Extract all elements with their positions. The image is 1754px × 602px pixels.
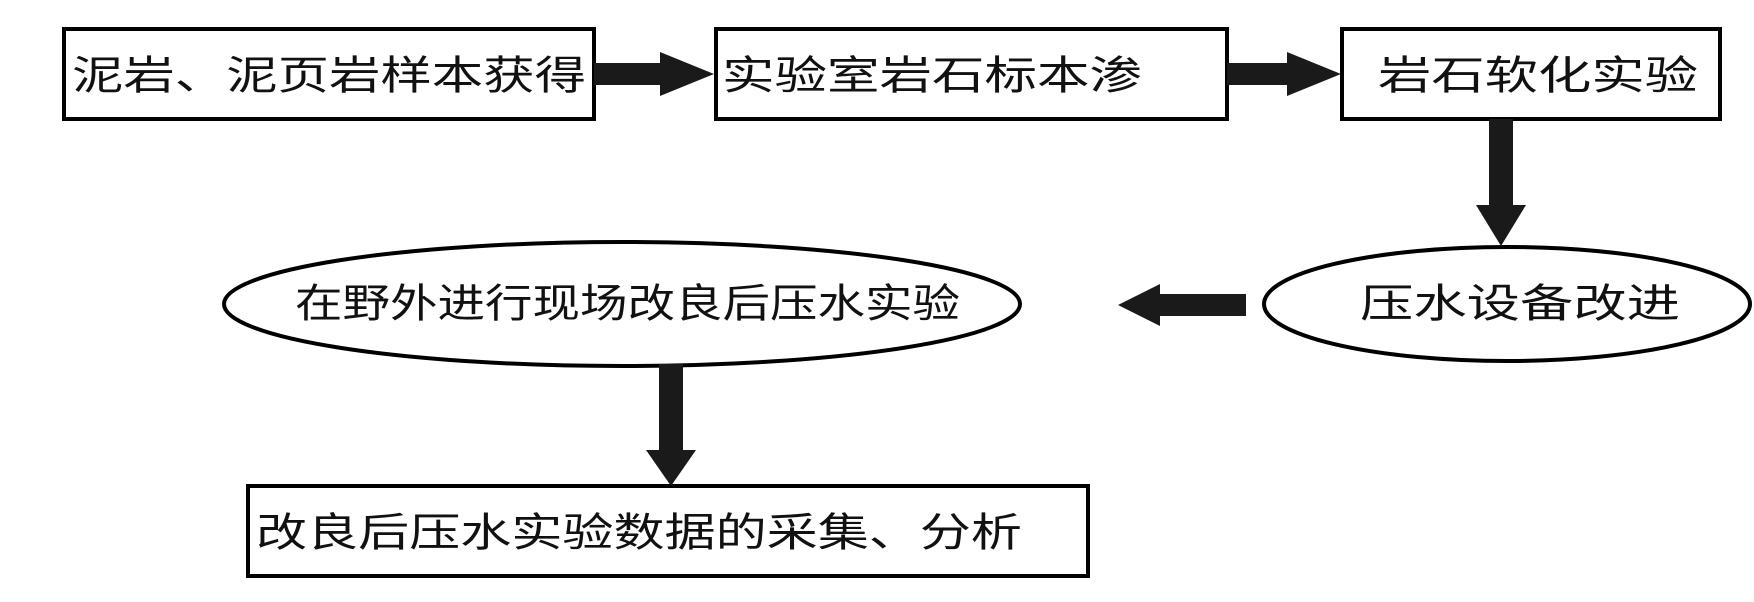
arrow-field-to-analysis [646, 364, 696, 486]
arrow-sample-to-lab [594, 52, 714, 96]
node-analysis: 改良后压水实验数据的采集、分析 [246, 484, 1090, 578]
node-field-label: 在野外进行现场改良后压水实验 [295, 281, 960, 327]
node-soften-label: 岩石软化实验 [1378, 53, 1698, 99]
arrow-soften-to-equipment-shaft [1489, 119, 1513, 207]
arrow-sample-to-lab-shaft [594, 63, 662, 85]
node-sample-box [62, 27, 596, 121]
arrow-sample-to-lab-head [660, 52, 714, 96]
node-equipment-shape [1262, 245, 1752, 363]
node-sample: 泥岩、泥页岩样本获得 [62, 27, 596, 121]
node-sample-label: 泥岩、泥页岩样本获得 [72, 53, 586, 99]
arrow-equipment-to-field-head [1118, 284, 1160, 326]
node-equipment: 压水设备改进 [1262, 245, 1752, 363]
node-soften-box [1340, 27, 1722, 121]
arrow-lab-to-soften [1227, 52, 1341, 96]
node-equipment-label: 压水设备改进 [1360, 281, 1680, 327]
arrow-lab-to-soften-head [1287, 52, 1341, 96]
node-field-shape [222, 240, 1022, 368]
arrow-field-to-analysis-head [646, 450, 696, 486]
arrow-equipment-to-field-shaft [1158, 294, 1246, 316]
node-lab: 实验室岩石标本渗 [714, 27, 1229, 121]
node-soften: 岩石软化实验 [1340, 27, 1722, 121]
node-lab-box [714, 27, 1229, 121]
arrow-field-to-analysis-shaft [659, 364, 683, 452]
node-field: 在野外进行现场改良后压水实验 [222, 240, 1022, 368]
node-analysis-label: 改良后压水实验数据的采集、分析 [256, 510, 1022, 556]
arrow-equipment-to-field [1118, 284, 1246, 326]
arrow-soften-to-equipment-head [1476, 205, 1526, 246]
node-lab-label: 实验室岩石标本渗 [722, 53, 1142, 99]
arrow-soften-to-equipment [1476, 119, 1526, 246]
node-analysis-box [246, 484, 1090, 578]
arrow-lab-to-soften-shaft [1227, 63, 1289, 85]
